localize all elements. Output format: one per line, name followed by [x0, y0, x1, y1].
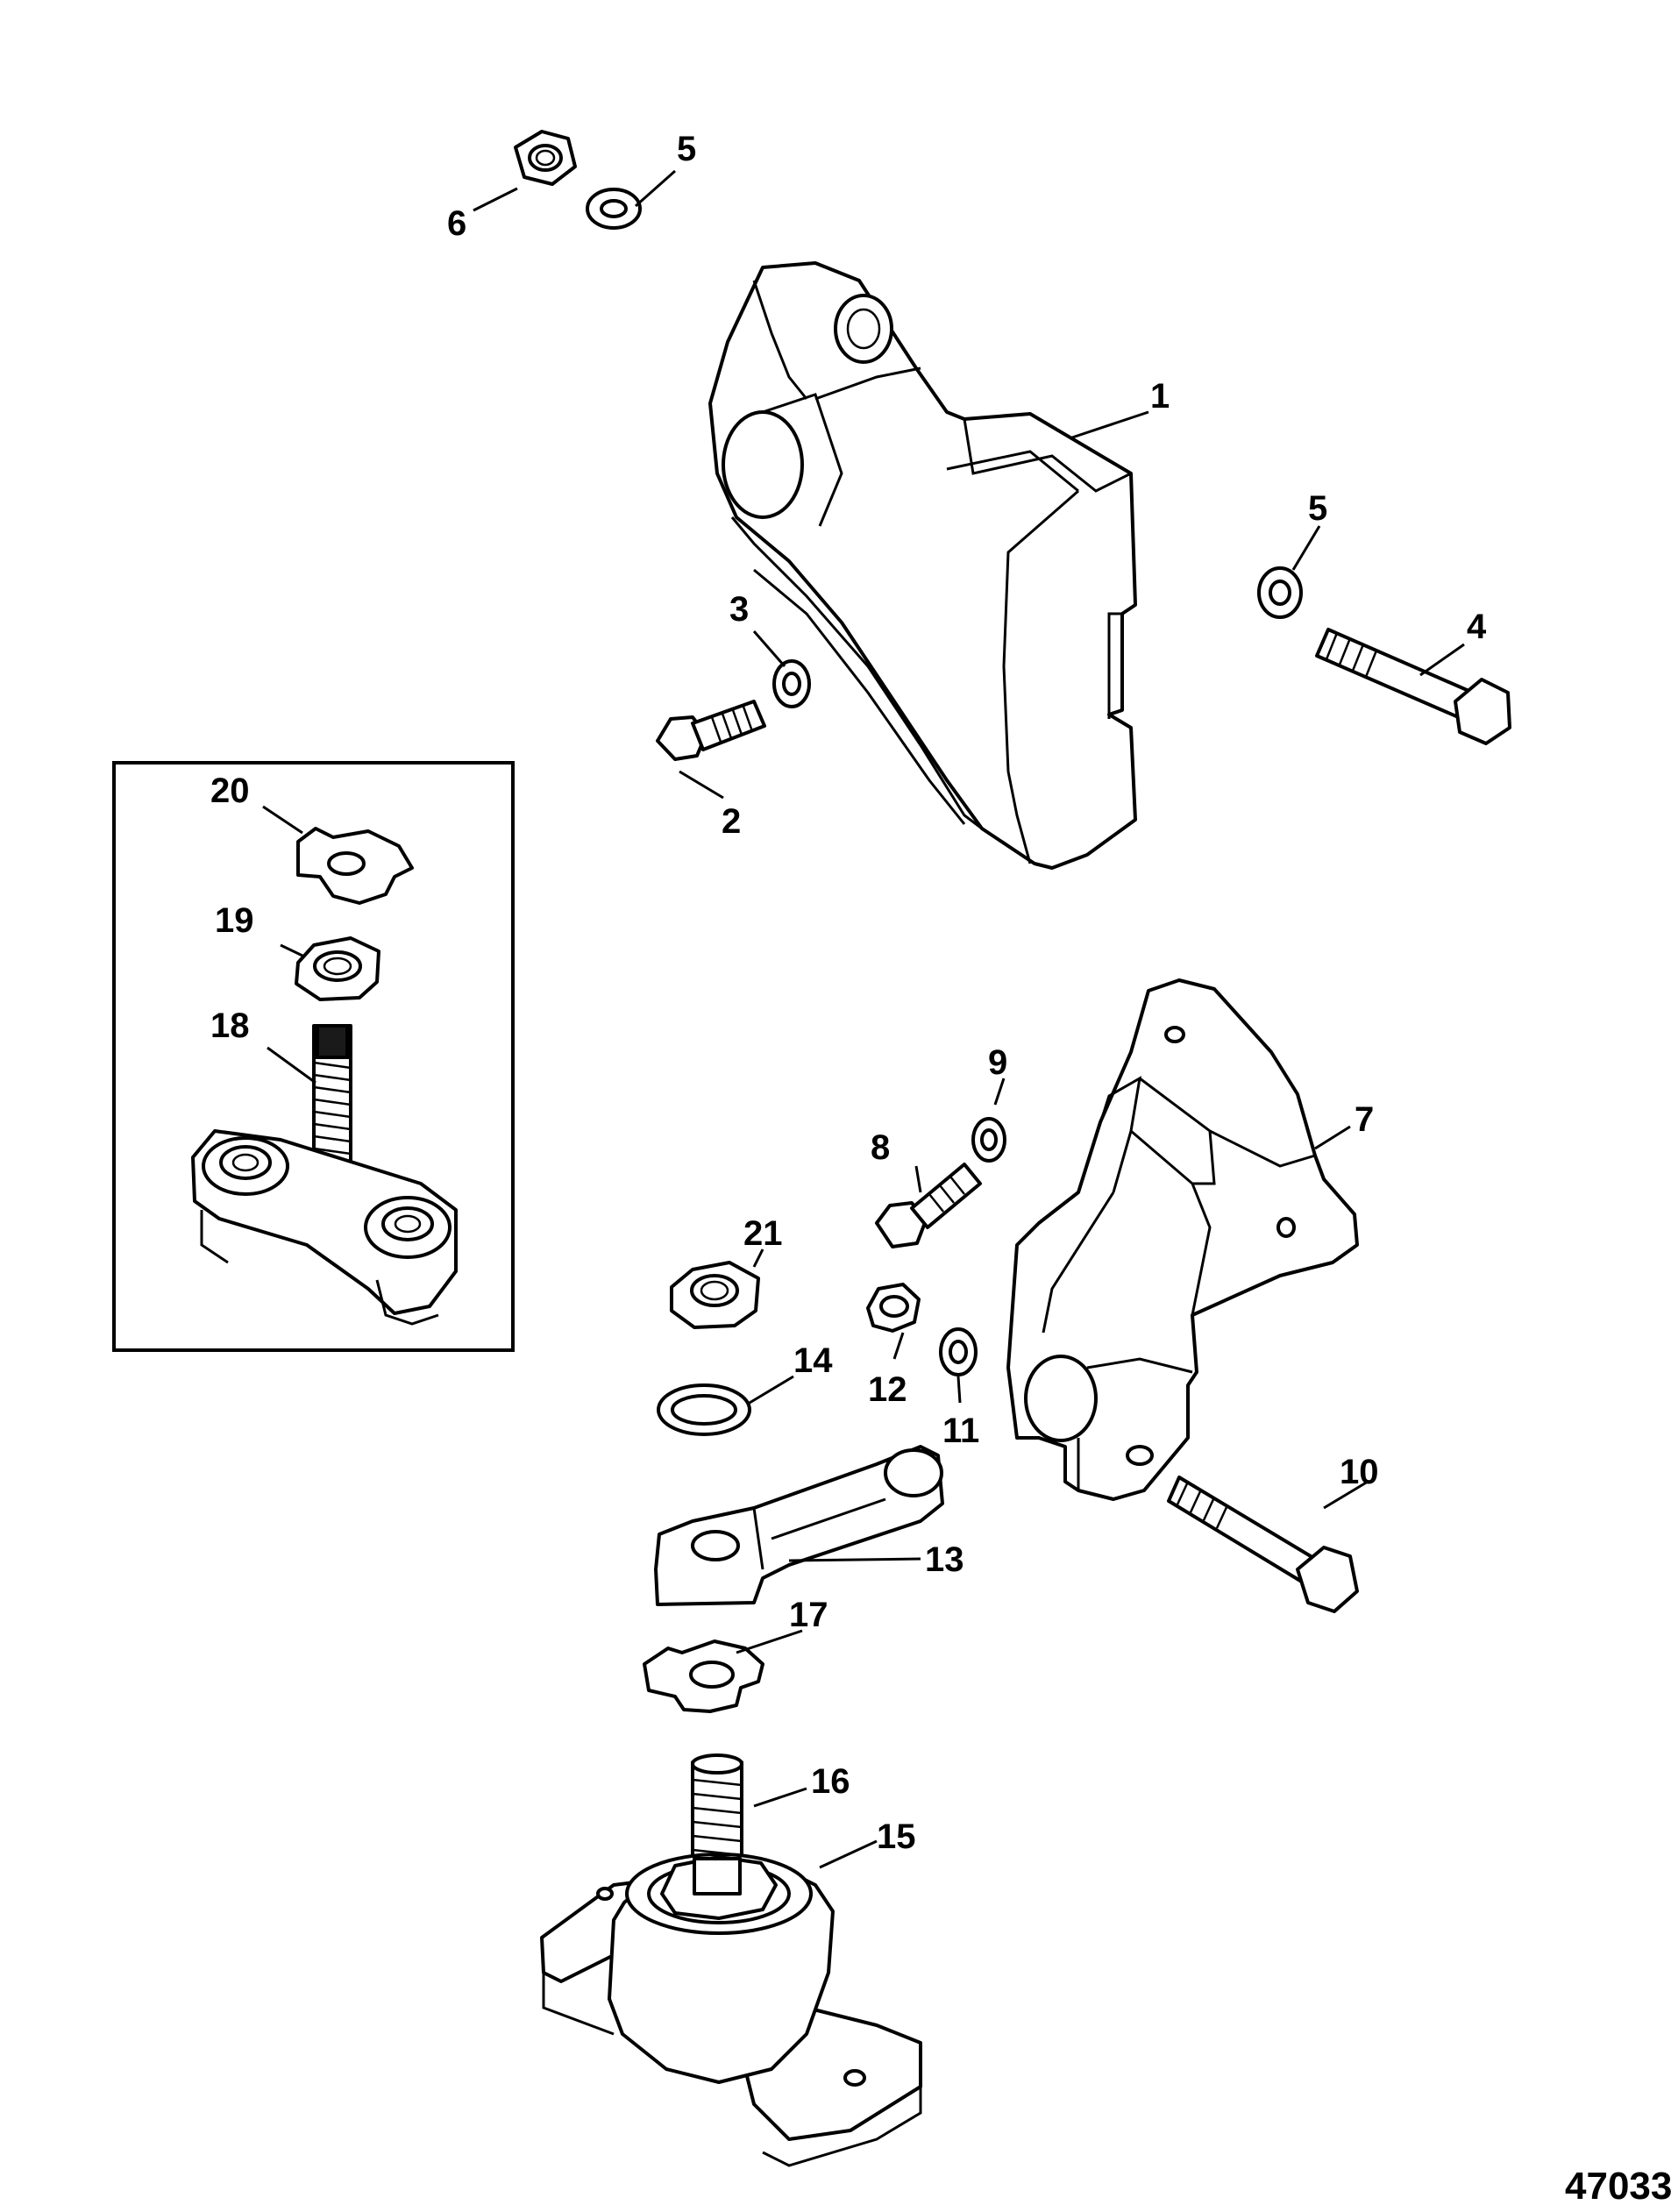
- callout-20: 20: [210, 772, 250, 810]
- leader-lines: [262, 169, 1465, 1869]
- part-15-engine-mount: [540, 1853, 922, 2167]
- part-5-lock-washer-top: [586, 188, 642, 230]
- callout-14: 14: [793, 1341, 833, 1380]
- part-3-lock-washer: [772, 659, 811, 708]
- part-21-nut: [670, 1261, 760, 1329]
- callout-5-top: 5: [677, 130, 696, 168]
- callout-12: 12: [868, 1370, 907, 1409]
- part-6-nut: [514, 130, 577, 186]
- callout-13: 13: [925, 1540, 964, 1579]
- part-8-bolt: [875, 1163, 982, 1248]
- inset-detail-box: [112, 761, 515, 1352]
- callout-18: 18: [210, 1006, 250, 1045]
- part-19-nut: [295, 936, 380, 1001]
- part-20-tab-washer: [296, 827, 414, 905]
- part-7-mounting-bracket: [1006, 978, 1359, 1501]
- part-12-nut: [866, 1283, 921, 1333]
- part-14-lock-washer: [657, 1383, 751, 1436]
- part-1-mounting-bracket: [708, 261, 1137, 870]
- part-17-tab-washer: [643, 1639, 764, 1713]
- callout-11: 11: [942, 1412, 979, 1450]
- part-4-bolt: [1315, 628, 1511, 745]
- part-9-lock-washer: [971, 1117, 1006, 1163]
- callout-15: 15: [877, 1817, 916, 1856]
- callout-8: 8: [871, 1128, 890, 1167]
- callout-9: 9: [988, 1043, 1007, 1082]
- part-18-mount-stud-assembly: [191, 1024, 458, 1326]
- callout-labels: 6 5 1 3 2 5 4 20 19 18 9 7 8 21 12 11 14…: [210, 130, 1487, 1856]
- part-2-bolt: [656, 700, 766, 761]
- callout-1: 1: [1150, 377, 1170, 416]
- callout-6: 6: [447, 204, 466, 243]
- callout-4: 4: [1467, 608, 1487, 646]
- callout-7: 7: [1355, 1100, 1374, 1139]
- callout-3: 3: [729, 590, 749, 629]
- part-5-lock-washer-right: [1257, 566, 1303, 619]
- figure-number: 47033: [1565, 2165, 1671, 2208]
- callout-10: 10: [1340, 1453, 1379, 1491]
- part-13-link-arm: [654, 1445, 944, 1606]
- part-11-lock-washer: [939, 1327, 978, 1376]
- callout-17: 17: [789, 1596, 828, 1634]
- callout-19: 19: [215, 901, 254, 940]
- callout-21: 21: [743, 1214, 783, 1253]
- callout-2: 2: [722, 802, 741, 841]
- callout-5-right: 5: [1308, 489, 1327, 528]
- callout-16: 16: [811, 1762, 850, 1801]
- part-10-bolt: [1167, 1476, 1359, 1613]
